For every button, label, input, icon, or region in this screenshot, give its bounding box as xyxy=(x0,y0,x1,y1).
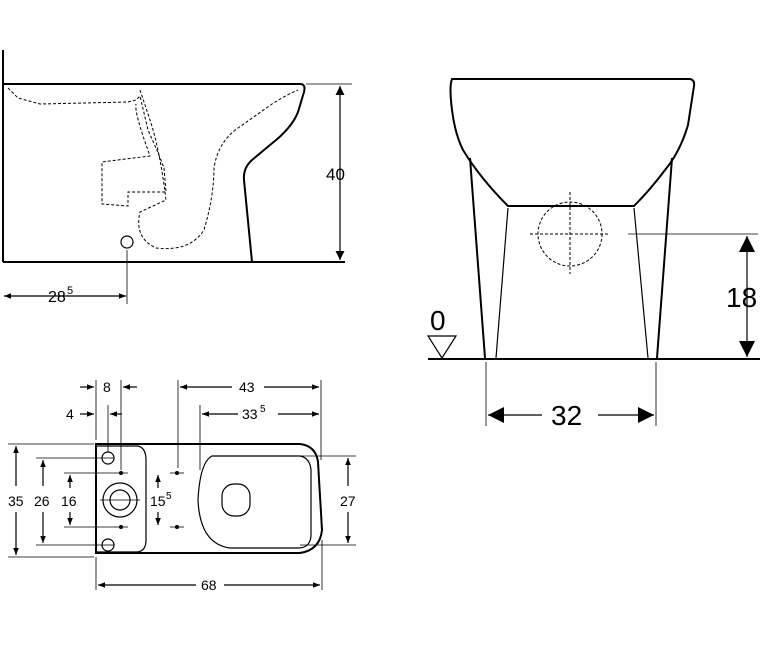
pedestal-inner-left xyxy=(495,207,509,359)
dim-18: 18 xyxy=(726,282,757,313)
dim-26: 26 xyxy=(34,493,50,509)
drain-opening xyxy=(221,483,251,517)
dim-4: 4 xyxy=(66,406,74,422)
plan-outline xyxy=(95,443,324,554)
outlet-circle xyxy=(120,235,134,249)
dim-33: 33 xyxy=(242,406,258,422)
dim-40: 40 xyxy=(326,165,345,184)
dim-8: 8 xyxy=(103,379,111,395)
pedestal-inner-right xyxy=(633,207,649,359)
dim-27: 27 xyxy=(340,493,356,509)
dim-32: 32 xyxy=(551,400,582,431)
trapway-hidden xyxy=(7,87,167,207)
level-triangle-icon xyxy=(426,335,458,360)
toilet-side-outline xyxy=(3,83,306,263)
dim-15-sup: 5 xyxy=(166,491,172,502)
floor-level-label: 0 xyxy=(430,305,446,336)
dim-33-sup: 5 xyxy=(260,404,266,415)
dim-28: 28 xyxy=(48,289,66,306)
bowl-opening xyxy=(197,455,312,549)
bowl-rim xyxy=(449,78,696,207)
side-view: 28 5 40 xyxy=(2,50,352,306)
plan-view: 8 4 43 33 5 35 26 16 xyxy=(8,379,356,593)
dim-16: 16 xyxy=(61,493,77,509)
dim-68: 68 xyxy=(201,577,217,593)
tank-recess xyxy=(96,445,147,553)
dim-15: 15 xyxy=(150,493,166,509)
fixing-points xyxy=(114,471,184,529)
pedestal-left xyxy=(469,157,486,359)
dim-28-sup: 5 xyxy=(67,285,73,297)
dim-43: 43 xyxy=(239,379,255,395)
front-view: 18 0 32 xyxy=(426,78,760,431)
pedestal-right xyxy=(656,157,673,359)
bowl-hidden xyxy=(138,89,299,250)
dim-35: 35 xyxy=(8,493,24,509)
